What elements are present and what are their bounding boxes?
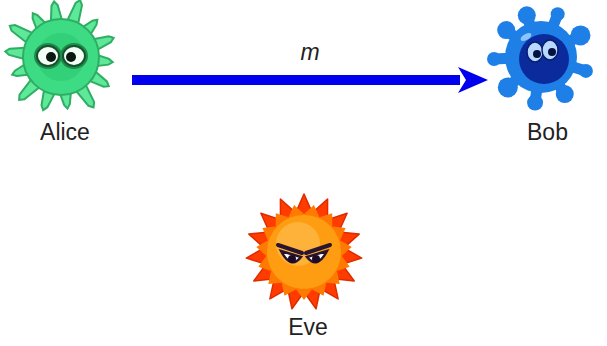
bob-splash-drop — [518, 6, 536, 24]
eve-face-glow — [276, 222, 320, 266]
arrow-head — [458, 67, 488, 93]
character-illustration — [1, 2, 121, 118]
eve-figure — [246, 194, 361, 309]
eve-character: Eve — [239, 192, 377, 341]
bob-splash-drop — [551, 7, 565, 21]
eve-face — [267, 215, 341, 289]
arrow-shaft — [132, 75, 460, 85]
alice-pupil — [46, 52, 56, 62]
bob-figure — [487, 6, 593, 110]
alice-figure — [5, 0, 113, 110]
message-arrow — [132, 67, 488, 93]
eve-pupil — [288, 255, 296, 263]
bob-splash-drop — [487, 52, 501, 66]
bob-body — [505, 21, 577, 93]
message-label: m — [297, 39, 322, 65]
alice-eye — [37, 46, 59, 66]
character-name: Alice — [1, 118, 129, 146]
alice-eye — [63, 46, 85, 66]
eve-inner-flames — [256, 205, 351, 300]
alice-body — [23, 19, 99, 95]
bob-shine — [519, 31, 532, 42]
character-name: Bob — [486, 118, 607, 146]
alice-eye-ring — [60, 43, 88, 69]
bob-eye — [527, 42, 543, 62]
bob-character: Bob — [486, 2, 607, 146]
character-illustration — [239, 192, 369, 313]
bob-splash-drop — [527, 95, 543, 111]
character-illustration — [486, 2, 601, 118]
bob-splash-drop — [579, 64, 593, 78]
eve-pupil — [312, 255, 320, 263]
alice-eye-ring — [34, 43, 62, 69]
bob-eye — [542, 40, 558, 60]
eve-brow — [278, 245, 302, 253]
alice-character: Alice — [1, 2, 129, 146]
eve-brow — [306, 245, 330, 253]
bob-pupil — [548, 48, 556, 56]
bob-core — [519, 34, 569, 84]
bob-pupil — [533, 50, 541, 58]
eve-flames — [246, 194, 361, 309]
character-name: Eve — [239, 313, 377, 341]
alice-pupil — [66, 52, 76, 62]
